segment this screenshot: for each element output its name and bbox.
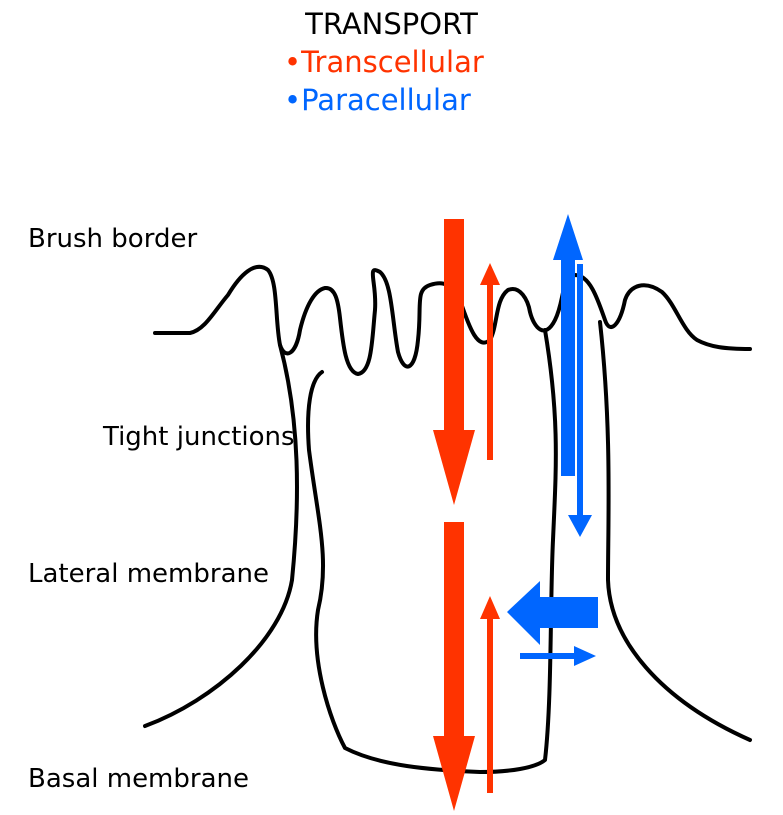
transcellular-arrow-down-upper xyxy=(433,219,475,505)
right-lateral-membrane xyxy=(600,322,750,740)
left-lateral-membrane xyxy=(145,345,297,726)
label-tight-junctions: Tight junctions xyxy=(103,422,295,452)
label-brush-border: Brush border xyxy=(28,224,197,254)
transcellular-arrow-up-upper xyxy=(480,263,500,460)
label-lateral-membrane: Lateral membrane xyxy=(28,559,269,589)
transcellular-arrow-up-lower xyxy=(480,596,500,793)
paracellular-arrow-outward xyxy=(520,646,596,666)
label-basal-membrane: Basal membrane xyxy=(28,764,249,794)
central-cell-membrane xyxy=(308,330,556,772)
